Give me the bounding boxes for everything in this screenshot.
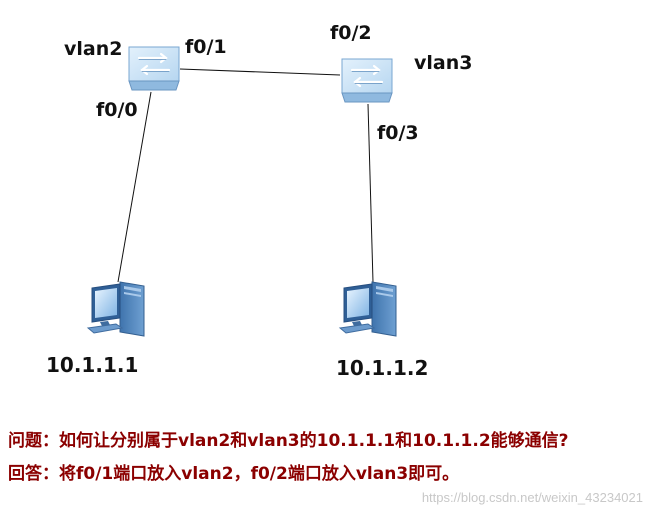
port-label-sw2-trunk: f0/2: [330, 22, 372, 44]
watermark: https://blog.csdn.net/weixin_43234021: [421, 490, 643, 505]
port-label-sw1-trunk: f0/1: [185, 36, 227, 58]
pc-icon: [339, 281, 397, 337]
port-label-sw1-pc: f0/0: [96, 99, 138, 121]
links: [117, 68, 374, 283]
switch-icon: [127, 46, 181, 92]
host-2-ip: 10.1.1.2: [336, 356, 429, 380]
question-text: 问题：如何让分别属于vlan2和vlan3的10.1.1.1和10.1.1.2能…: [8, 431, 569, 451]
switch-1-label: vlan2: [64, 38, 123, 60]
link-sw1-sw2: [179, 68, 341, 76]
pc-icon: [87, 281, 145, 337]
link-sw1-pc1: [117, 91, 152, 283]
port-label-sw2-pc: f0/3: [377, 122, 419, 144]
link-sw2-pc2: [367, 103, 374, 283]
switch-icon: [340, 58, 394, 104]
switch-2-label: vlan3: [414, 52, 473, 74]
answer-text: 回答：将f0/1端口放入vlan2，f0/2端口放入vlan3即可。: [8, 464, 460, 484]
host-1-ip: 10.1.1.1: [46, 353, 139, 377]
